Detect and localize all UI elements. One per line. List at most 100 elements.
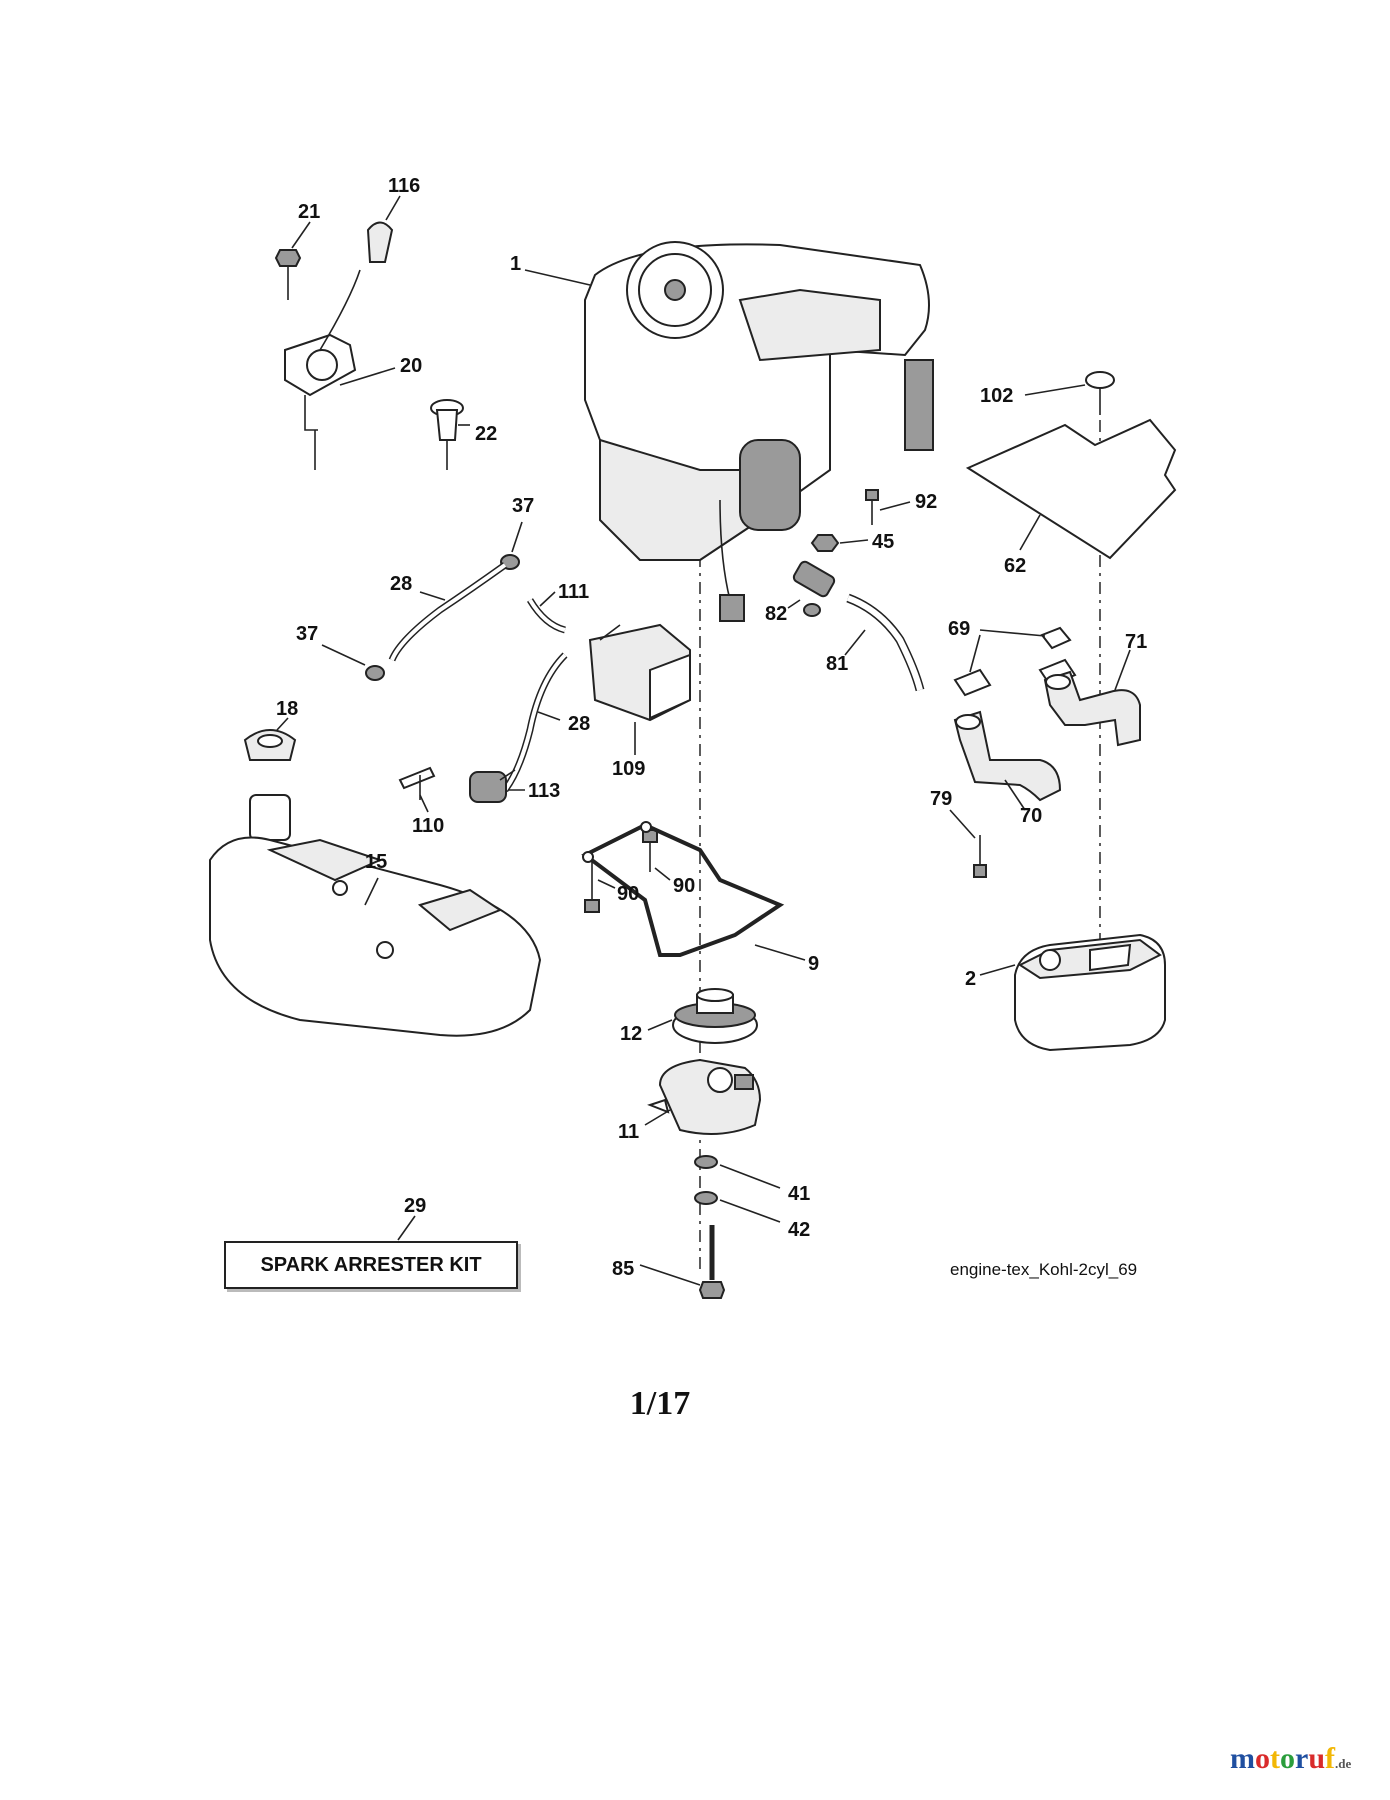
fuel-tank-part [209,794,542,1037]
leader-12 [647,1019,673,1031]
leader-18 [276,717,289,731]
part-label-70: 70 [1020,805,1042,827]
part-label-28-lower: 28 [568,713,590,735]
brand-letter: f [1325,1742,1336,1775]
electric-clutch-11-part [647,1058,762,1135]
bolt-102-part [1085,371,1115,415]
leader-62 [1019,514,1041,551]
brand-letter: t [1270,1742,1280,1775]
leader-71 [1114,649,1131,691]
leader-2 [979,964,1016,976]
part-label-22: 22 [475,423,497,445]
part-label-109: 109 [612,758,645,780]
part-label-69: 69 [948,618,970,640]
leader-85 [639,1264,701,1286]
leader-81 [844,629,866,656]
part-label-12: 12 [620,1023,642,1045]
part-label-37-lower: 37 [296,623,318,645]
throttle-lever-bracket-part [284,269,361,470]
leader-92 [879,501,911,511]
leader-37b [321,644,366,666]
spark-arrester-kit-box: SPARK ARRESTER KIT [224,1241,518,1289]
pulley-12-part [672,988,758,1044]
part-label-62: 62 [1004,555,1026,577]
part-label-92: 92 [915,491,937,513]
leader-11 [644,1109,671,1126]
brand-letter: r [1295,1742,1309,1775]
bolt-90-upper-part [642,829,658,872]
leader-82 [787,599,801,609]
part-label-79: 79 [930,788,952,810]
throttle-knob-part [366,221,394,263]
part-label-113: 113 [528,780,560,802]
leader-116 [385,195,401,221]
pin-22-part [430,399,464,470]
leader-15 [364,877,379,906]
muffler-part [1014,933,1166,1052]
fuel-hose-81-part [846,593,925,692]
page-number: 1/17 [629,1385,691,1422]
leader-21 [291,221,311,249]
fuel-cap-part [243,729,297,761]
part-label-71: 71 [1125,631,1147,653]
leader-29 [397,1215,416,1241]
belt-guide-9-part [581,822,785,957]
part-label-15: 15 [365,851,387,873]
brand-letter: m [1230,1742,1255,1775]
leader-79 [949,809,976,839]
brand-tld: .de [1335,1756,1352,1771]
fuel-pump-113-part [469,769,516,803]
leader-37a [511,521,523,553]
part-label-42: 42 [788,1219,810,1241]
drawing-reference: engine-tex_Kohl-2cyl_69 [950,1260,1138,1279]
part-label-110: 110 [412,815,444,837]
part-label-18: 18 [276,698,298,720]
part-label-21: 21 [298,201,320,223]
brand-letter: o [1280,1742,1295,1775]
part-label-111: 111 [558,581,589,603]
leader-1 [524,269,591,286]
leader-41 [719,1164,781,1189]
leader-102 [1024,384,1086,396]
part-label-85: 85 [612,1258,634,1280]
nut-45-part [810,534,840,552]
leader-111 [539,591,556,607]
leader-69 [979,629,1046,637]
part-label-28-upper: 28 [390,573,412,595]
leader-28a [419,591,446,601]
engine-part [584,241,934,622]
part-label-37-upper: 37 [512,495,534,517]
leader-110 [419,794,429,813]
leader-28b [537,711,561,721]
brand-letter: o [1255,1742,1270,1775]
bolt-85-part [698,1225,726,1299]
exhaust-pipe-71-part [1043,670,1141,747]
washer-41-part [694,1155,718,1169]
hose-clamp-upper-part [500,554,520,570]
exhaust-pipe-70-part [953,710,1062,802]
fuel-shutoff-82-part [792,560,836,617]
leader-20 [339,367,396,386]
part-label-29: 29 [404,1195,426,1217]
brand-name: motoruf [1230,1742,1335,1775]
brand-letter: u [1308,1742,1326,1775]
leader-69b [969,634,981,673]
brand-logo: motoruf.de [1230,1742,1351,1776]
part-label-90-lower: 90 [617,883,639,905]
leader-9 [754,944,806,961]
part-label-20: 20 [400,355,422,377]
hose-clamp-lower-part [365,665,385,681]
part-label-81: 81 [826,653,848,675]
part-label-45: 45 [872,531,894,553]
part-label-82: 82 [765,603,787,625]
part-label-90-upper: 90 [673,875,695,897]
fuel-filter-canister-part [588,623,691,722]
part-label-9: 9 [808,953,819,975]
part-label-102: 102 [980,385,1013,407]
part-label-11: 11 [618,1121,639,1143]
part-label-2: 2 [965,968,976,990]
part-label-41: 41 [788,1183,810,1205]
heat-shield-62-part [965,418,1177,560]
